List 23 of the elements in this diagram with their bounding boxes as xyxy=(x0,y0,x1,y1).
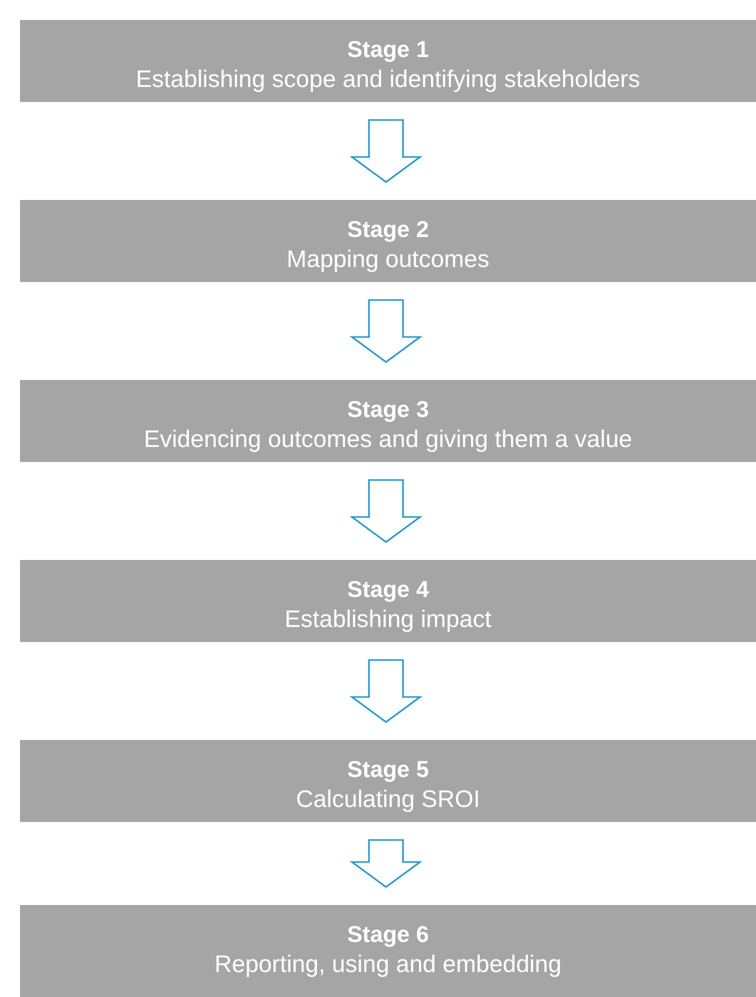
block-arrow xyxy=(350,839,422,888)
block-arrow xyxy=(350,299,422,363)
stage-box xyxy=(20,200,756,282)
stage-heading: Stage 1 xyxy=(347,35,429,64)
stage-box xyxy=(20,740,756,822)
stage-heading: Stage 4 xyxy=(347,575,429,604)
stage-box xyxy=(20,905,756,997)
stage-heading: Stage 6 xyxy=(347,920,429,949)
block-arrow xyxy=(350,659,422,723)
stage-box xyxy=(20,20,756,102)
stage-box xyxy=(20,380,756,462)
stage-heading: Stage 3 xyxy=(347,395,429,424)
stage-description: Calculating SROI xyxy=(296,785,480,815)
block-arrow xyxy=(350,479,422,543)
stage-heading: Stage 5 xyxy=(347,755,429,784)
stage-box xyxy=(20,560,756,642)
block-arrow xyxy=(350,119,422,183)
stage-description: Mapping outcomes xyxy=(286,245,490,275)
stage-heading: Stage 2 xyxy=(347,215,429,244)
stage-description: Establishing scope and identifying stakeholders xyxy=(136,65,640,95)
stage-description: Reporting, using and embedding xyxy=(214,950,562,980)
stage-description: Evidencing outcomes and giving them a value xyxy=(144,425,632,455)
stage-description: Establishing impact xyxy=(284,605,492,635)
